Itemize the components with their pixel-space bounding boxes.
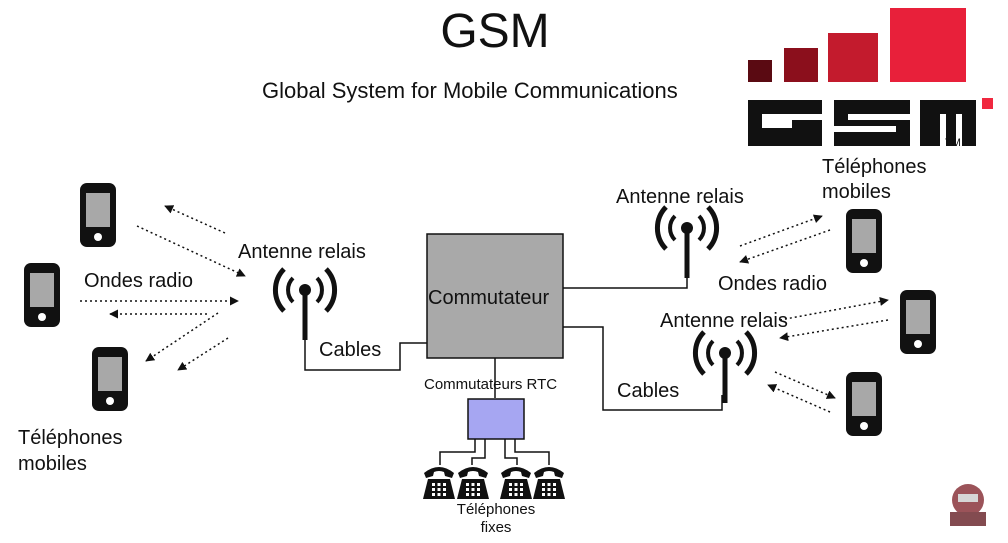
gsm-logo: TM <box>748 8 993 149</box>
logo-trademark: TM <box>945 137 961 149</box>
right-phones-label-line1: Téléphones <box>822 156 927 178</box>
rtc-switch-box <box>467 398 525 440</box>
watermark-logo <box>950 484 986 526</box>
logo-bar-1 <box>748 60 772 82</box>
logo-bar-3 <box>828 33 878 82</box>
fixed-phones-label: Téléphones fixes <box>454 501 538 537</box>
rtc-label: Commutateurs RTC <box>424 376 558 393</box>
left-radio-label: Ondes radio <box>84 270 193 292</box>
phone-icon-left-bottom <box>92 347 128 411</box>
desk-phone-icon-2 <box>457 467 489 499</box>
desk-phone-icon-1 <box>423 467 455 499</box>
phone-icon-left-middle <box>24 263 60 327</box>
phone-icon-right-bottom <box>846 372 882 436</box>
right-cables-label: Cables <box>617 380 680 402</box>
page-title: GSM <box>440 5 550 58</box>
right-radio-label: Ondes radio <box>718 273 827 295</box>
right-top-antenna-label: Antenne relais <box>616 186 744 208</box>
left-phones-label-line1: Téléphones <box>18 427 123 449</box>
antenna-icon-right-top <box>657 207 716 278</box>
right-radio-waves <box>739 214 889 413</box>
rtc-wires <box>439 439 550 465</box>
fixed-phones-label-line1: Téléphones <box>456 501 536 518</box>
left-antenna-label: Antenne relais <box>238 241 366 263</box>
switch-box <box>426 233 564 359</box>
page-subtitle: Global System for Mobile Communications <box>262 78 678 103</box>
right-phones-label: Téléphones mobiles <box>822 155 927 205</box>
desk-phone-icon-3 <box>500 467 532 499</box>
logo-bar-2 <box>784 48 818 82</box>
switch-label: Commutateur <box>428 287 550 309</box>
right-phones-label-line2: mobiles <box>822 181 891 203</box>
logo-letters <box>748 100 976 146</box>
fixed-phones-label-line2: fixes <box>480 519 512 536</box>
desk-phone-icon-4 <box>533 467 565 499</box>
phone-icon-right-top <box>846 209 882 273</box>
logo-dot <box>982 98 993 109</box>
right-bottom-antenna-label: Antenne relais <box>660 310 788 332</box>
left-radio-waves <box>80 205 246 371</box>
antenna-icon-right-bottom <box>695 332 754 403</box>
phone-icon-right-middle <box>900 290 936 354</box>
left-phones-label-line2: mobiles <box>18 453 87 475</box>
logo-bar-4 <box>890 8 966 82</box>
left-cables-label: Cables <box>319 339 382 361</box>
antenna-icon-left <box>275 269 334 340</box>
left-phones-label: Téléphones mobiles <box>18 425 123 477</box>
phone-icon-left-top <box>80 183 116 247</box>
